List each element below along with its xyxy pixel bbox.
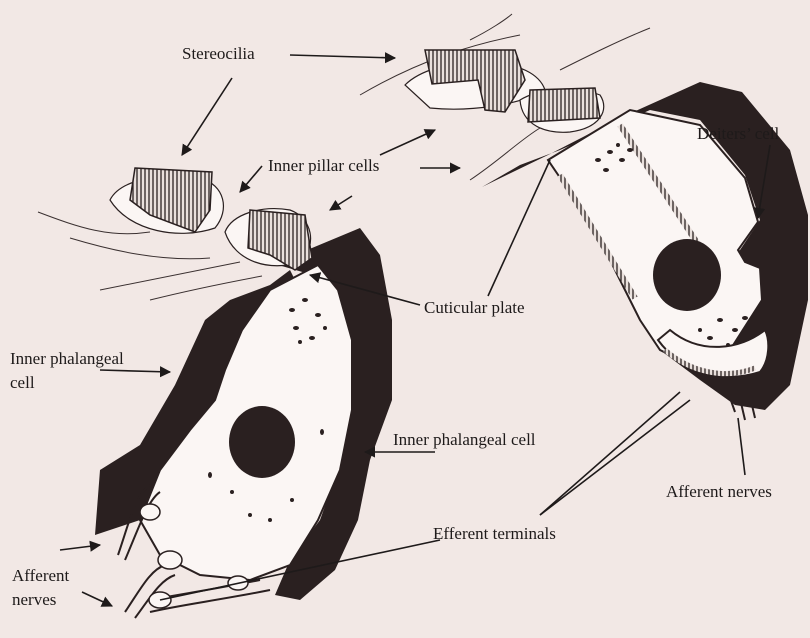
label-inner-pillar-cells: Inner pillar cells (268, 156, 379, 176)
label-inner-phalangeal-cell-right: Inner phalangeal cell (393, 430, 536, 450)
inner-hair-cell-nucleus (229, 406, 295, 478)
outer-stereocilia (405, 50, 604, 132)
label-afferent-nerves-left-1: Afferent (12, 566, 69, 586)
label-deiters-cell: Deiters’ cell (697, 124, 779, 144)
label-afferent-nerves-right: Afferent nerves (666, 482, 772, 502)
label-cuticular-plate: Cuticular plate (424, 298, 525, 318)
label-inner-phalangeal-cell-left-1: Inner phalangeal (10, 349, 124, 369)
label-afferent-nerves-left-2: nerves (12, 590, 56, 610)
label-efferent-terminals: Efferent terminals (433, 524, 556, 544)
outer-hair-cell-nucleus (653, 239, 721, 311)
label-stereocilia: Stereocilia (182, 44, 255, 64)
label-inner-phalangeal-cell-left-2: cell (10, 373, 35, 393)
